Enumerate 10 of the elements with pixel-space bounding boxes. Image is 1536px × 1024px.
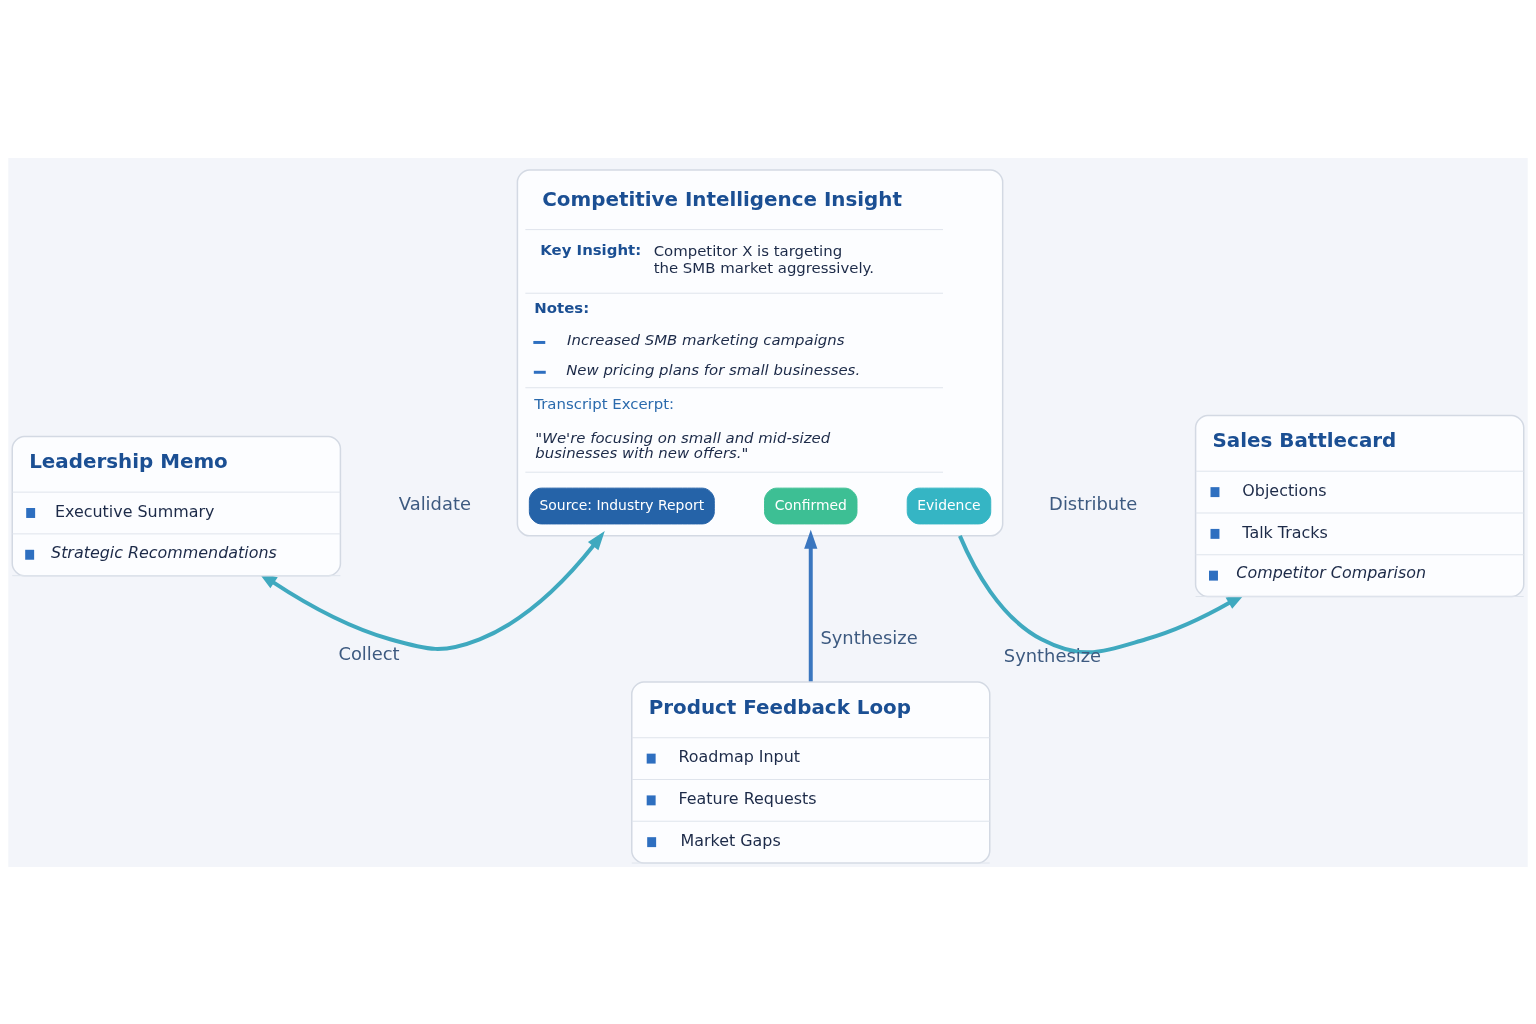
label: Validate [398, 492, 471, 514]
label: Distribute [1049, 492, 1138, 514]
edge-label: Synthesize [1003, 644, 1102, 666]
node-box: Confirmed [764, 487, 858, 524]
node-box: Evidence [906, 487, 992, 524]
edge-label: Collect [338, 642, 400, 664]
node-box: Source: Industry Report [528, 487, 715, 524]
edge-label: Synthesize [820, 626, 918, 648]
arrow [804, 529, 818, 682]
arrow [258, 530, 605, 651]
